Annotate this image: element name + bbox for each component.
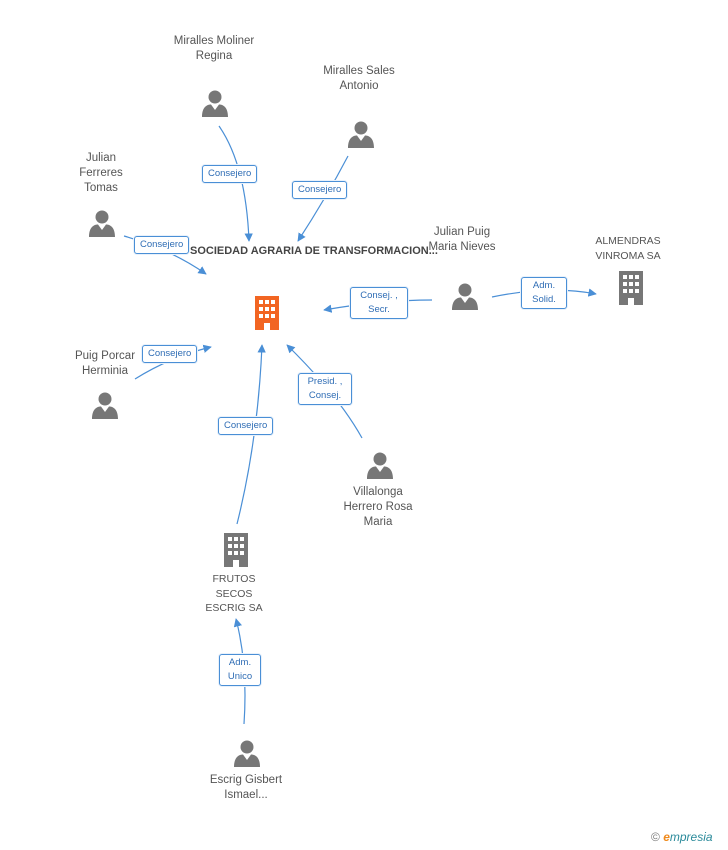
person-icon-miralles-moliner[interactable]	[202, 90, 228, 118]
person-icon-julian-puig[interactable]	[452, 283, 478, 311]
edge-label-julian-puig-main[interactable]: Consej. , Secr.	[350, 287, 408, 319]
edge-line-frutos_secos-main	[236, 344, 266, 525]
edges-layer	[123, 125, 597, 725]
person-icon-villalonga[interactable]	[367, 452, 393, 480]
person-icon-miralles-sales[interactable]	[348, 121, 374, 149]
node-label-escrig[interactable]: Escrig Gisbert Ismael...	[209, 774, 283, 801]
node-label-julian-ferreres[interactable]: Julian Ferreres Tomas	[79, 152, 123, 194]
building-icon-main[interactable]	[255, 296, 279, 330]
edge-label-miralles-sales[interactable]: Consejero	[292, 181, 348, 199]
edge-line-miralles_moliner-main	[218, 125, 253, 242]
edge-label-puig-porcar[interactable]: Consejero	[142, 345, 198, 363]
building-icon-almendras[interactable]	[619, 271, 643, 305]
edge-label-escrig[interactable]: Adm. Unico	[219, 654, 261, 686]
node-label-miralles-moliner[interactable]: Miralles Moliner Regina	[173, 35, 255, 62]
building-icon-frutos-secos[interactable]	[224, 533, 248, 567]
node-label-puig-porcar[interactable]: Puig Porcar Herminia	[74, 350, 136, 377]
edge-label-miralles-moliner[interactable]: Consejero	[202, 165, 258, 183]
edge-label-julian-puig-almendras[interactable]: Adm. Solid.	[521, 277, 567, 309]
node-label-main[interactable]: SOCIEDAD AGRARIA DE TRANSFORMACION...	[190, 245, 438, 257]
person-icon-escrig[interactable]	[234, 740, 260, 768]
node-label-frutos-secos[interactable]: FRUTOS SECOS ESCRIG SA	[205, 573, 263, 614]
empresia-logo: © empresia	[651, 830, 713, 844]
brand-name: mpresia	[669, 830, 713, 844]
person-icon-julian-ferreres[interactable]	[89, 210, 115, 238]
copyright-symbol: ©	[651, 830, 660, 844]
edge-label-frutos-secos[interactable]: Consejero	[218, 417, 274, 435]
node-label-julian-puig[interactable]: Julian Puig Maria Nieves	[428, 226, 496, 253]
brand-e: e	[663, 830, 670, 844]
node-label-villalonga[interactable]: Villalonga Herrero Rosa Maria	[343, 486, 413, 528]
icons-layer	[89, 90, 643, 768]
node-label-almendras[interactable]: ALMENDRAS VINROMA SA	[595, 235, 661, 262]
node-label-miralles-sales[interactable]: Miralles Sales Antonio	[323, 65, 395, 92]
person-icon-puig-porcar[interactable]	[92, 392, 118, 420]
edge-label-villalonga[interactable]: Presid. , Consej.	[298, 373, 352, 405]
edge-label-julian-ferreres[interactable]: Consejero	[134, 236, 190, 254]
